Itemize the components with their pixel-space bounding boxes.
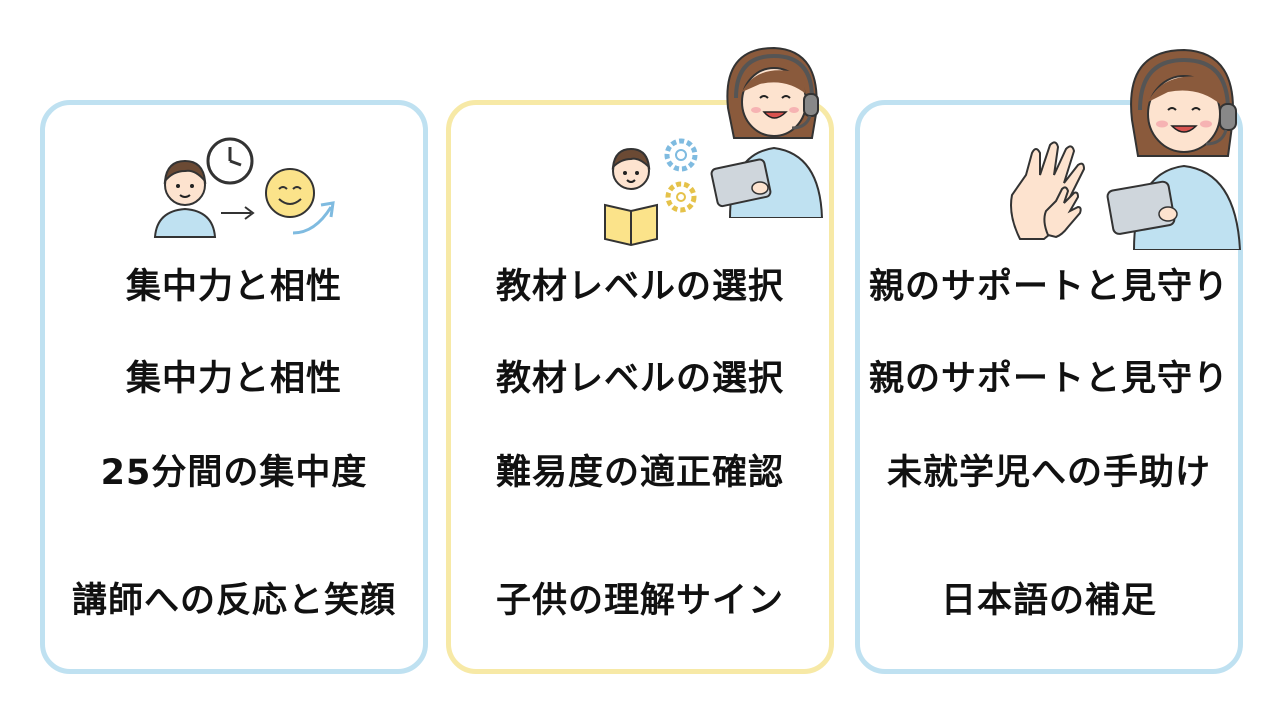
item-label: 集中力と相性 (125, 267, 342, 307)
teacher-headset-tablet-icon (710, 46, 824, 218)
item-label: 講師への反応と笑顔 (71, 581, 396, 621)
item-label: 教材レベルの選択 (495, 267, 784, 307)
item-label: 日本語の補足 (940, 581, 1157, 621)
child-clock-smiley-icon (153, 137, 335, 238)
item-label: 未就学児への手助け (886, 453, 1211, 493)
child-reading-gears-icon (604, 138, 698, 247)
teacher-headset-tablet-icon (1106, 48, 1242, 250)
item-label: 25分間の集中度 (100, 453, 368, 493)
item-label: 難易度の適正確認 (495, 453, 784, 493)
item-label: 教材レベルの選択 (495, 359, 784, 399)
hands-icon (1010, 141, 1086, 240)
item-label: 親のサポートと見守り (868, 359, 1229, 399)
item-label: 子供の理解サイン (495, 581, 784, 621)
item-label: 親のサポートと見守り (868, 267, 1229, 307)
card-concentration: 集中力と相性 集中力と相性 25分間の集中度 講師への反応と笑顔 (40, 100, 428, 674)
item-label: 集中力と相性 (125, 359, 342, 399)
